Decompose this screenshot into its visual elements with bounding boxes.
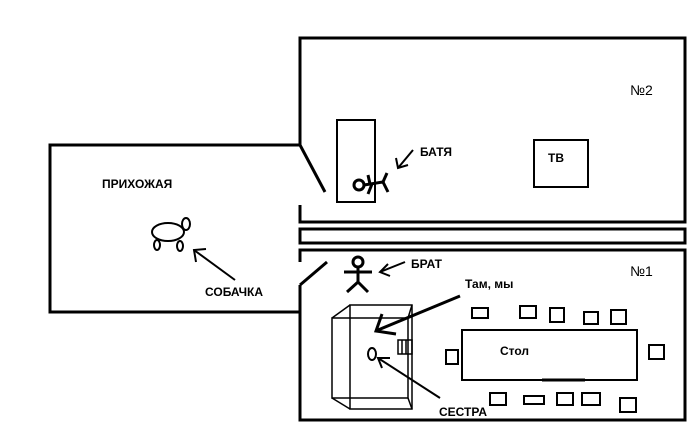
dad-bed bbox=[336, 119, 376, 203]
table-box bbox=[461, 329, 638, 381]
us-arrow bbox=[373, 294, 461, 336]
table-label: Стол bbox=[500, 344, 529, 358]
brother-arrow bbox=[378, 261, 406, 277]
dad-arrow bbox=[395, 149, 414, 170]
brother-label: БРАТ bbox=[411, 257, 443, 271]
sister-figure bbox=[367, 347, 377, 361]
tv-label: ТВ bbox=[548, 151, 564, 165]
sister-label: СЕСТРА bbox=[439, 405, 487, 419]
room1-couch bbox=[331, 304, 413, 410]
dog-figure bbox=[151, 217, 191, 252]
corridor-wall bbox=[298, 227, 687, 245]
room1-label: №1 bbox=[630, 263, 653, 279]
hallway-label: ПРИХОЖАЯ bbox=[102, 177, 172, 191]
small-stool bbox=[397, 339, 413, 355]
dad-label: БАТЯ bbox=[420, 145, 452, 159]
room2-walls bbox=[298, 36, 687, 224]
hallway-walls bbox=[48, 143, 328, 314]
table-chairs bbox=[445, 305, 665, 413]
dad-figure bbox=[352, 172, 390, 195]
dog-arrow bbox=[192, 248, 236, 281]
room2-label: №2 bbox=[630, 82, 653, 98]
us-label: Там, мы bbox=[465, 277, 513, 291]
dog-label: СОБАЧКА bbox=[205, 285, 263, 299]
brother-figure bbox=[344, 255, 372, 294]
sister-arrow bbox=[376, 357, 441, 399]
tv-box bbox=[533, 139, 589, 188]
room1-walls bbox=[298, 248, 687, 422]
